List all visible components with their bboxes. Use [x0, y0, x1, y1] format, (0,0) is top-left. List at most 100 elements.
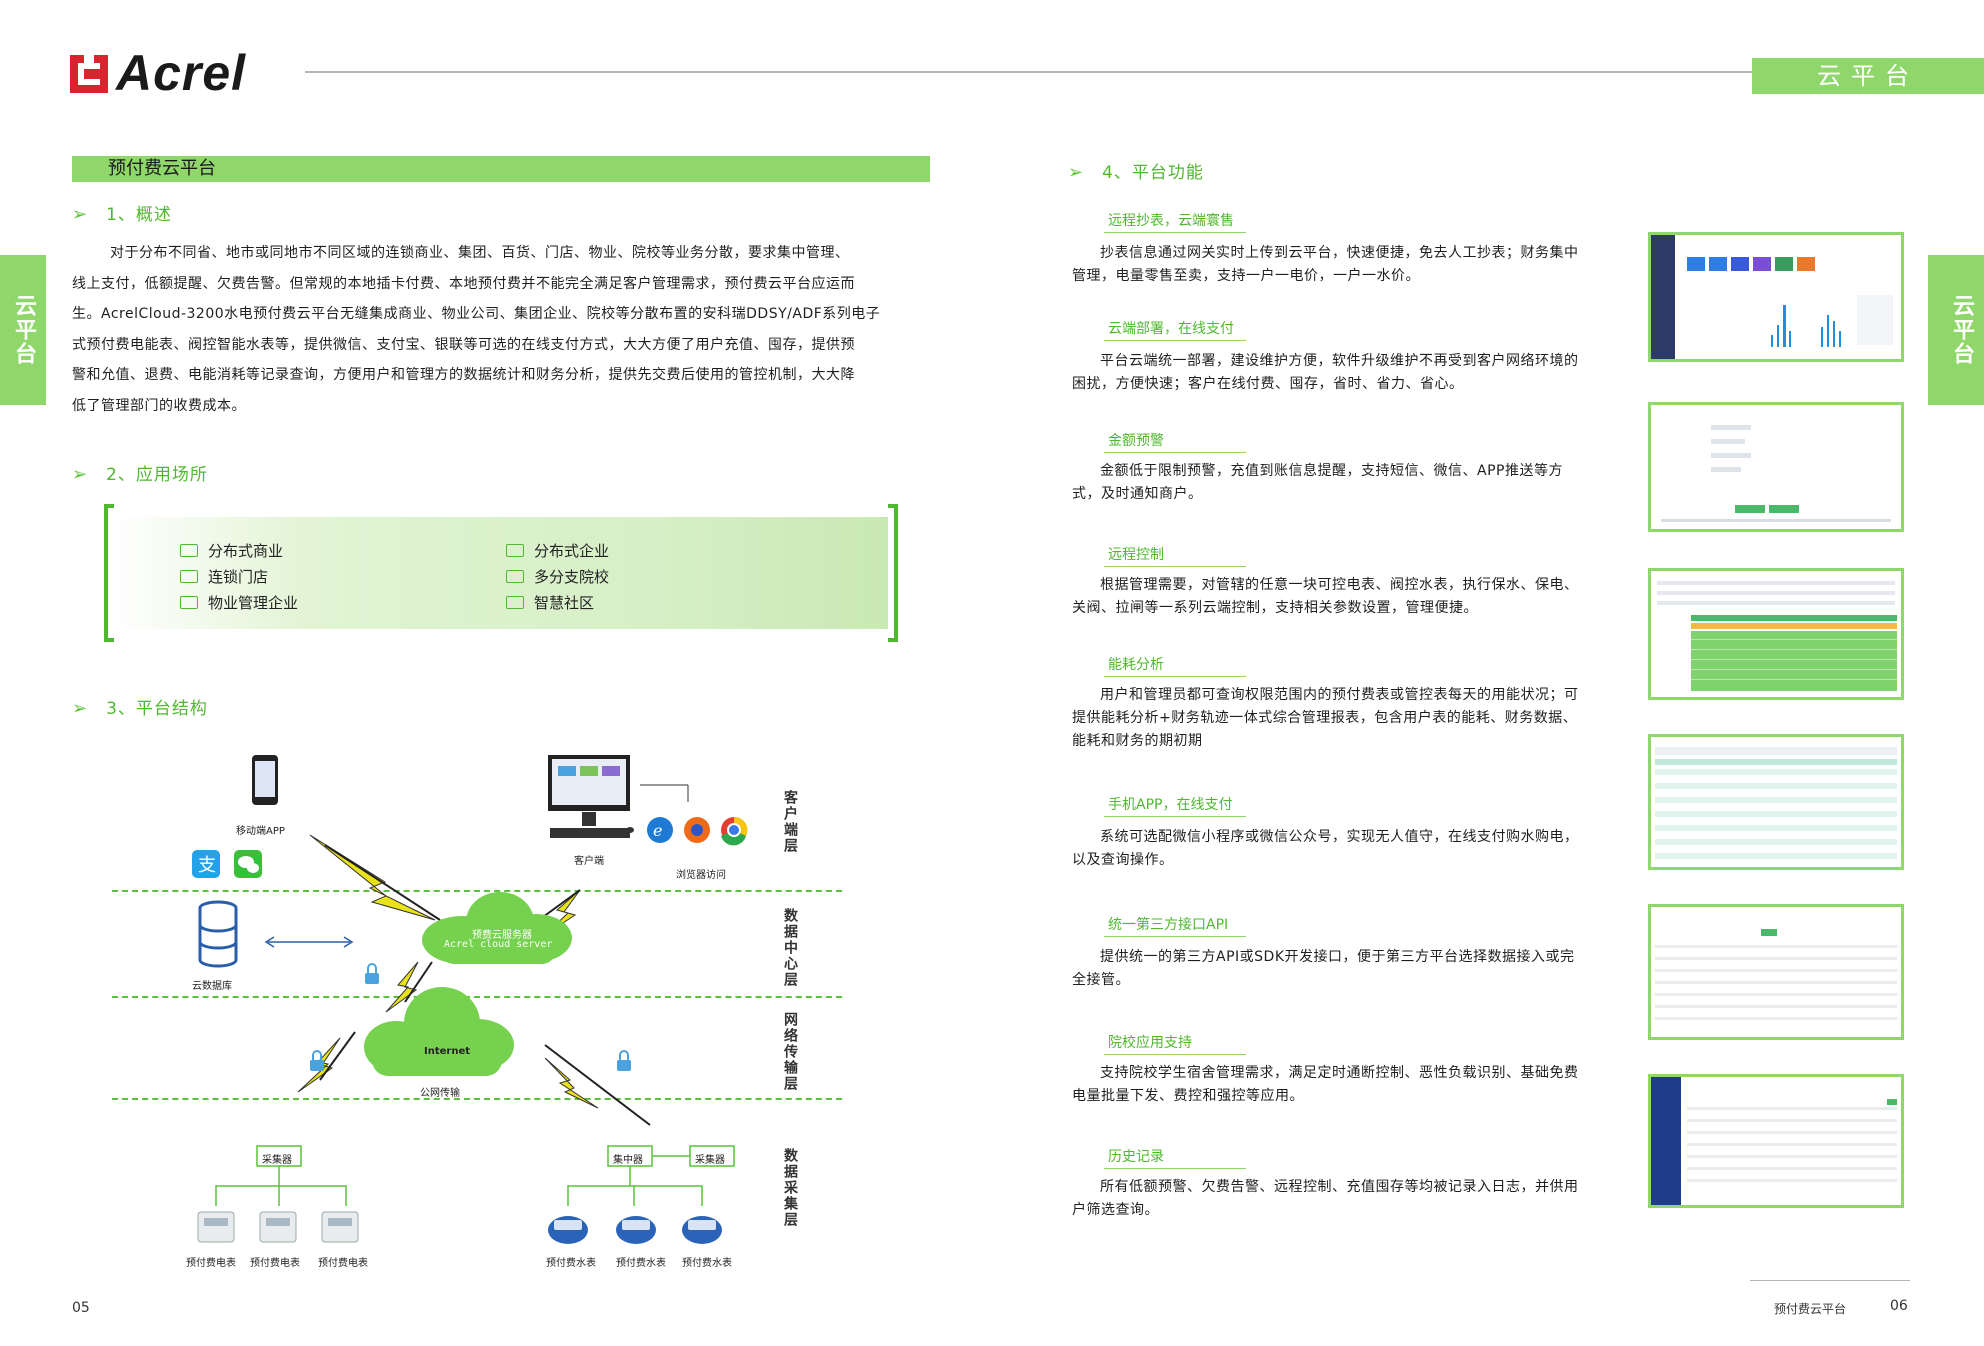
function-text: 所有低额预警、欠费告警、远程控制、充值囤存等均被记录入日志，并供用户筛选查询。 — [1072, 1179, 1579, 1218]
function-title: 远程抄表，云端寰售 — [1108, 213, 1234, 229]
electric-meter-icon — [259, 1211, 297, 1243]
function-title: 能耗分析 — [1108, 657, 1164, 673]
label-client: 客户端 — [574, 856, 604, 867]
acrel-logo-icon — [70, 55, 108, 93]
computer-icon — [548, 755, 634, 838]
water-meter-icon — [682, 1216, 722, 1244]
label-public-network: 公网传输 — [420, 1088, 460, 1099]
browser-icons: e — [647, 816, 748, 846]
applications-box: 分布式商业 连锁门店 物业管理企业 分布式企业 多分支院校 智慧社区 — [104, 504, 898, 642]
layer-label-client: 客户端层 — [782, 790, 798, 854]
function-text: 提供统一的第三方API或SDK开发接口，便于第三方平台选择数据接入或完全接管。 — [1072, 949, 1575, 988]
alipay-icon: 支 — [192, 850, 220, 878]
mobile-phone-icon — [252, 755, 278, 805]
water-meter-icon — [616, 1216, 656, 1244]
header-rule — [305, 71, 1752, 73]
heading-functions: ➢4、平台功能 — [1068, 162, 1204, 183]
footer-caption: 预付费云平台 — [1774, 1302, 1847, 1316]
function-title: 手机APP，在线支付 — [1108, 797, 1233, 813]
function-underline — [1104, 936, 1246, 937]
label-internet: Internet — [424, 1046, 471, 1057]
layer-divider — [112, 890, 842, 892]
control-table-screenshot — [1648, 568, 1904, 700]
footer-rule — [1750, 1280, 1910, 1281]
section-title: 预付费云平台 — [108, 158, 216, 179]
arrow-icon: ➢ — [72, 464, 89, 485]
folder-icon — [180, 570, 198, 583]
database-icon — [198, 900, 238, 968]
layer-label-datacenter: 数据中心层 — [782, 908, 798, 988]
arrow-icon: ➢ — [72, 698, 89, 719]
function-title: 金额预警 — [1108, 433, 1164, 449]
function-underline — [1104, 232, 1246, 233]
label-meter: 预付费水表 — [682, 1258, 732, 1269]
wechat-icon — [234, 850, 262, 878]
function-underline — [1104, 1054, 1246, 1055]
campus-screenshot — [1648, 1074, 1904, 1208]
layer-label-network: 网络传输层 — [782, 1012, 798, 1092]
svg-text:e: e — [653, 821, 662, 840]
function-text: 根据管理需要，对管辖的任意一块可控电表、阀控水表，执行保水、保电、关阀、拉闸等一… — [1072, 577, 1579, 616]
internet-cloud-icon — [364, 987, 514, 1076]
function-underline — [1104, 816, 1246, 817]
top-category-tag: 云平台 — [1752, 58, 1984, 94]
section-title-bar: 预付费云平台 — [72, 156, 930, 182]
cloud-server-icon — [422, 892, 572, 964]
layer-label-collection: 数据采集层 — [782, 1148, 798, 1228]
function-title: 院校应用支持 — [1108, 1035, 1192, 1051]
label-meter: 预付费电表 — [318, 1258, 368, 1269]
folder-icon — [180, 544, 198, 557]
app-item: 智慧社区 — [506, 592, 594, 613]
function-underline — [1104, 676, 1246, 677]
label-meter: 预付费水表 — [546, 1258, 596, 1269]
label-browser: 浏览器访问 — [676, 870, 726, 881]
bracket-right — [888, 504, 898, 642]
right-side-tab: 云平台 — [1928, 255, 1984, 405]
architecture-diagram: 支 e — [192, 755, 748, 1244]
function-underline — [1104, 452, 1246, 453]
svg-text:支: 支 — [198, 855, 216, 876]
heading-overview: ➢1、概述 — [72, 204, 172, 225]
function-underline — [1104, 566, 1246, 567]
function-text: 抄表信息通过网关实时上传到云平台，快速便捷，免去人工抄表；财务集中管理，电量零售… — [1072, 245, 1579, 284]
function-text: 平台云端统一部署，建设维护方便，软件升级维护不再受到客户网络环境的困扰，方便快速… — [1072, 353, 1579, 392]
bracket-left — [104, 504, 114, 642]
brand-logo-text: Acrel — [116, 45, 247, 101]
app-item: 分布式商业 — [180, 540, 283, 561]
function-title: 统一第三方接口API — [1108, 917, 1229, 933]
function-underline — [1104, 1168, 1246, 1169]
energy-report-screenshot — [1648, 734, 1904, 870]
double-arrow-icon — [264, 936, 354, 948]
arrow-icon: ➢ — [72, 204, 89, 225]
settings-screenshot — [1648, 402, 1904, 532]
label-cloud-db: 云数据库 — [192, 981, 232, 992]
folder-icon — [506, 596, 524, 609]
arrow-icon: ➢ — [1068, 162, 1085, 183]
app-item: 分布式企业 — [506, 540, 609, 561]
electric-meter-icon — [197, 1211, 235, 1243]
function-title: 历史记录 — [1108, 1149, 1164, 1165]
layer-divider — [112, 1098, 842, 1100]
layer-divider — [112, 996, 842, 998]
folder-icon — [506, 544, 524, 557]
lock-icon — [617, 1050, 631, 1071]
function-title: 云端部署，在线支付 — [1108, 321, 1234, 337]
function-underline — [1104, 340, 1246, 341]
function-text: 用户和管理员都可查询权限范围内的预付费表或管控表每天的用能状况；可提供能耗分析+… — [1072, 687, 1579, 749]
label-meter: 预付费电表 — [250, 1258, 300, 1269]
app-item: 连锁门店 — [180, 566, 268, 587]
page-number-left: 05 — [72, 1300, 90, 1316]
lock-icon — [310, 1050, 324, 1071]
app-item: 多分支院校 — [506, 566, 609, 587]
water-meter-icon — [548, 1216, 588, 1244]
folder-icon — [506, 570, 524, 583]
lock-icon — [365, 963, 379, 984]
function-text: 支持院校学生宿舍管理需求，满足定时通断控制、恶性负载识别、基础免费电量批量下发、… — [1072, 1065, 1579, 1104]
overview-paragraph: 对于分布不同省、地市或同地市不同区域的连锁商业、集团、百货、门店、物业、院校等业… — [72, 245, 881, 414]
function-title: 远程控制 — [1108, 547, 1164, 563]
label-cloud-server: 预费云服务器 — [472, 930, 532, 941]
label-collector-right: 采集器 — [695, 1155, 725, 1166]
label-concentrator: 集中器 — [613, 1155, 643, 1166]
label-mobile-app: 移动端APP — [236, 826, 285, 837]
app-item: 物业管理企业 — [180, 592, 298, 613]
